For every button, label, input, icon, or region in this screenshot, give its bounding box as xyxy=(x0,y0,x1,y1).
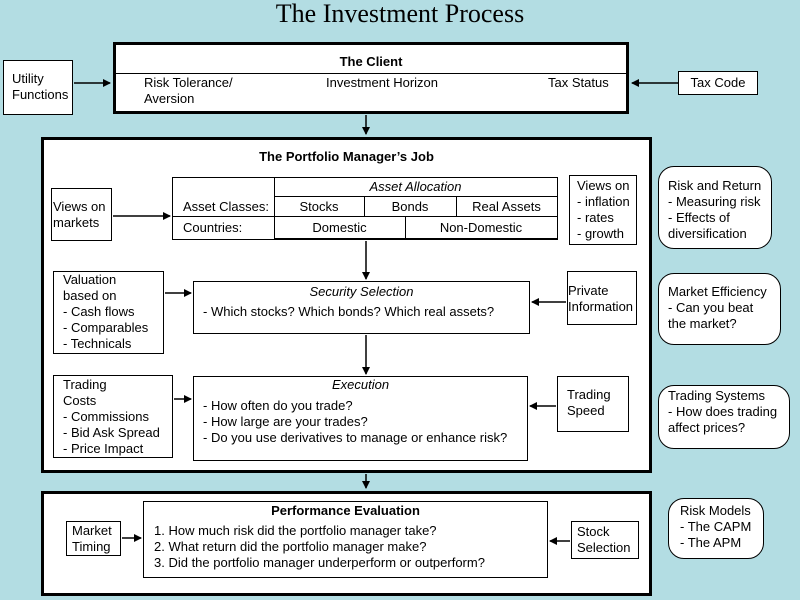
asset-class-bonds: Bonds xyxy=(391,199,429,214)
asset-allocation-heading: Asset Allocation xyxy=(369,179,462,194)
execution-box: Execution - How often do you trade?- How… xyxy=(193,376,528,461)
execution-questions: - How often do you trade?- How large are… xyxy=(203,398,508,445)
client-risk-tolerance: Risk Tolerance/Aversion xyxy=(144,75,233,106)
tax-code-box: Tax Code xyxy=(678,71,758,95)
client-box: The Client Risk Tolerance/Aversion Inves… xyxy=(113,42,629,114)
security-selection-heading: Security Selection xyxy=(309,284,414,299)
risk-and-return-note: Risk and Return- Measuring risk- Effects… xyxy=(658,166,772,249)
asset-allocation-box: Asset Allocation Asset Classes: Stocks B… xyxy=(172,177,558,240)
execution-heading: Execution xyxy=(331,377,390,392)
asset-class-stocks: Stocks xyxy=(299,199,339,214)
asset-class-real-assets: Real Assets xyxy=(472,199,541,214)
performance-heading: Performance Evaluation xyxy=(271,503,420,518)
client-investment-horizon: Investment Horizon xyxy=(326,75,438,90)
country-non-domestic: Non-Domestic xyxy=(439,220,523,235)
asset-classes-label: Asset Classes: xyxy=(183,199,269,214)
risk-models-note: Risk Models- The CAPM- The APM xyxy=(668,498,764,559)
country-domestic: Domestic xyxy=(312,220,367,235)
performance-questions-box: Performance Evaluation 1. How much risk … xyxy=(143,501,548,578)
security-selection-box: Security Selection - Which stocks? Which… xyxy=(193,281,530,334)
page-title: The Investment Process xyxy=(275,0,525,28)
client-tax-status: Tax Status xyxy=(548,75,609,90)
performance-questions: 1. How much risk did the portfolio manag… xyxy=(154,523,485,570)
views-on-macro-box: Views on- inflation- rates- growth xyxy=(569,175,637,245)
pm-heading: The Portfolio Manager’s Job xyxy=(259,149,434,164)
countries-label: Countries: xyxy=(183,220,243,235)
client-heading: The Client xyxy=(339,54,403,69)
security-selection-text: - Which stocks? Which bonds? Which real … xyxy=(203,304,495,319)
